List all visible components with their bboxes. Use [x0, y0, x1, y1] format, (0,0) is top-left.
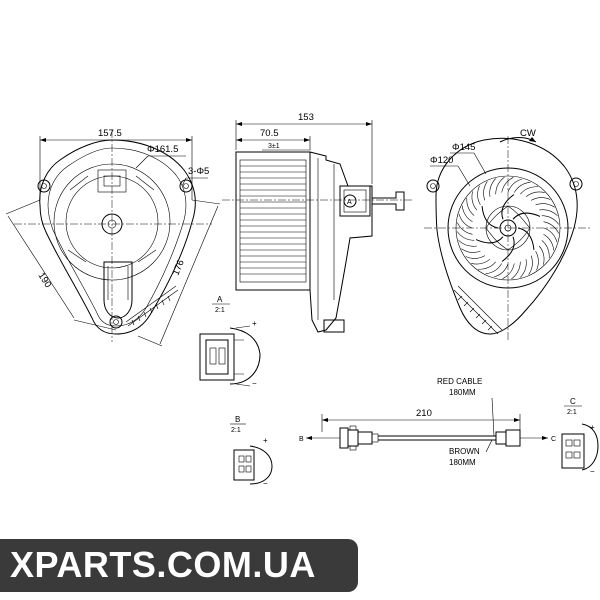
fan-blade: [493, 263, 509, 278]
fan-blade: [456, 231, 475, 241]
fan-blade: [471, 191, 478, 211]
side-length-dimension: 153: [298, 112, 314, 123]
detail-b-scale: 2:1: [231, 427, 241, 434]
fan-blade: [465, 255, 486, 259]
fan-blade: [485, 263, 502, 275]
detail-c: C 2:1 + −: [561, 397, 599, 476]
detail-b-letter: B: [235, 415, 240, 424]
fan-blade: [489, 178, 496, 197]
cable-assembly: RED CABLE 180MM 210 B C BROWN 180MM: [299, 377, 556, 467]
impeller-vane: [475, 236, 504, 244]
fan-blade: [457, 222, 473, 235]
fan-blade: [458, 240, 477, 247]
fan-blade: [511, 261, 521, 280]
fan-blade: [541, 215, 560, 225]
detail-a-plus: +: [252, 319, 257, 328]
fan-blade: [461, 248, 481, 253]
front-side-dimension: 176: [171, 258, 187, 277]
front-height-dimension: 190: [35, 271, 53, 290]
brown-cable-label: BROWN: [449, 447, 480, 456]
side-view: A 153 70.5 3±1: [222, 112, 414, 333]
red-cable-label: RED CABLE: [437, 377, 482, 386]
impeller-vane: [517, 227, 535, 250]
detail-a-scale: 2:1: [215, 307, 225, 314]
fan-blade: [539, 209, 558, 216]
fan-blade: [520, 186, 539, 195]
fan-blade: [471, 258, 491, 265]
side-offset-dimension: 3±1: [268, 143, 280, 150]
fan-blade: [543, 221, 559, 234]
fan-blade: [535, 250, 539, 271]
rear-inner-diameter: Φ120: [430, 155, 453, 166]
detail-b: B 2:1 + −: [230, 415, 273, 488]
rotation-label: CW: [520, 128, 536, 139]
front-width-dimension: 157.5: [98, 128, 122, 139]
fan-blades: [456, 176, 560, 280]
impeller-vane: [501, 236, 515, 262]
front-view: 157.5 Φ161.5 3-Φ5 190 176: [5, 128, 221, 347]
fan-blade: [525, 191, 545, 198]
fan-blade: [507, 178, 523, 193]
fan-blade: [477, 185, 481, 206]
fan-blade: [502, 263, 515, 279]
front-diameter-dimension: Φ161.5: [147, 144, 178, 155]
detail-c-letter: C: [570, 397, 576, 406]
fan-blade: [501, 177, 514, 193]
detail-b-plus: +: [263, 436, 268, 445]
fan-blade: [543, 227, 558, 243]
detail-a-minus: −: [252, 379, 257, 388]
detail-b-minus: −: [263, 479, 268, 488]
fan-blade: [530, 197, 551, 201]
fan-blade: [495, 176, 505, 195]
detail-a-letter: A: [217, 295, 223, 304]
cable-end-c: C: [551, 436, 556, 443]
impeller-vane: [501, 194, 515, 220]
rear-outer-diameter: Φ145: [452, 142, 475, 153]
cable-length-dimension: 210: [416, 408, 432, 419]
rear-view: CW Φ145 Φ120: [424, 128, 592, 340]
fan-blade: [477, 261, 496, 270]
fan-blade: [461, 205, 473, 222]
front-holes-dimension: 3-Φ5: [188, 166, 209, 177]
cable-end-b: B: [299, 436, 304, 443]
detail-c-minus: −: [590, 467, 595, 476]
impeller-vane: [481, 206, 499, 229]
detail-c-scale: 2:1: [567, 409, 577, 416]
side-view-marker: A: [347, 199, 352, 206]
fan-blade: [543, 234, 555, 251]
fan-blade: [514, 181, 531, 193]
fan-blade: [535, 203, 555, 208]
side-body-dimension: 70.5: [260, 128, 279, 139]
fan-blade: [466, 197, 475, 216]
watermark-banner: XPARTS.COM.UA: [0, 539, 358, 592]
detail-c-plus: +: [590, 423, 595, 432]
fan-blade: [458, 213, 473, 229]
fan-blade: [538, 245, 545, 265]
detail-a: A 2:1 + −: [199, 295, 261, 388]
fan-blade: [483, 181, 488, 201]
fan-blade: [520, 259, 527, 278]
brown-cable-length: 180MM: [449, 458, 476, 467]
fan-blade: [528, 255, 533, 275]
fan-blade: [541, 240, 550, 259]
watermark-text: XPARTS.COM.UA: [10, 544, 316, 585]
impeller-vane: [512, 212, 541, 220]
red-cable-length: 180MM: [449, 388, 476, 397]
